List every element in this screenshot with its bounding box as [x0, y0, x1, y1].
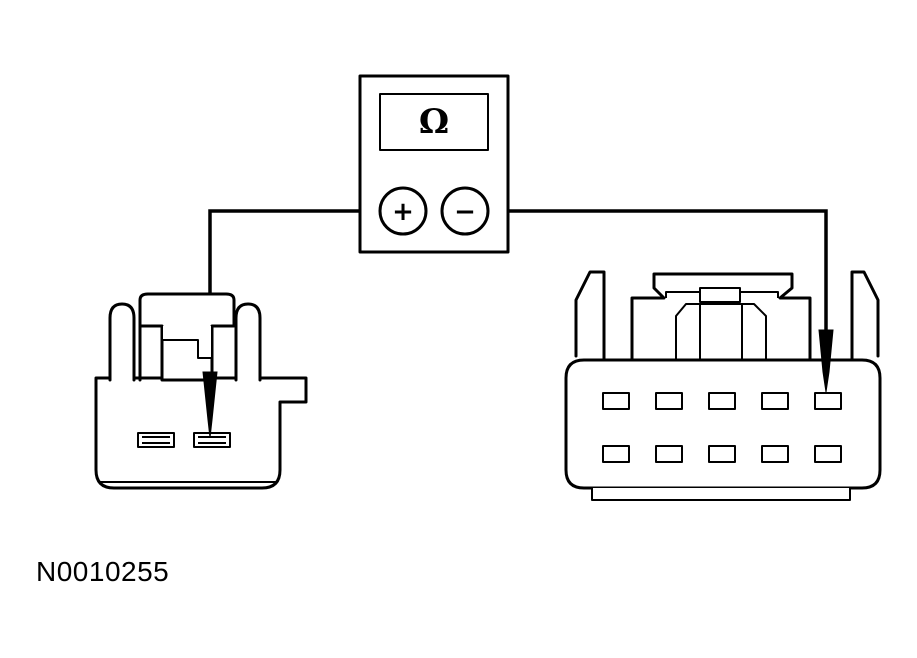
cavity-r2-c4	[761, 445, 789, 463]
pin-cavity-1-detail	[142, 436, 170, 444]
latch-neck-detail	[699, 304, 743, 360]
figure-id-label: N0010255	[36, 556, 170, 587]
ten-pin-connector-body	[564, 358, 882, 490]
latch-arm-left	[108, 302, 136, 382]
positive-jack	[378, 186, 428, 236]
negative-jack	[440, 186, 490, 236]
ohmmeter: Ω + −	[358, 74, 510, 254]
latch-neck	[675, 303, 767, 361]
cavity-r1-c1	[602, 392, 630, 410]
latch-center-tab	[699, 287, 741, 303]
negative-probe-tip	[818, 329, 834, 393]
cavity-r2-c5	[814, 445, 842, 463]
ohm-symbol: Ω	[419, 102, 449, 142]
cavity-r2-c2	[655, 445, 683, 463]
ten-pin-connector	[564, 270, 882, 501]
cavity-r1-c3	[708, 392, 736, 410]
two-pin-connector	[94, 292, 308, 490]
pin-cavity-1	[137, 432, 175, 448]
meter-display	[379, 93, 489, 151]
cavity-r1-c5	[814, 392, 842, 410]
cavity-r2-c3	[708, 445, 736, 463]
latch-arm-right	[234, 302, 262, 382]
ten-pin-connector-base	[591, 488, 851, 501]
cavity-r1-c4	[761, 392, 789, 410]
pin-cavity-2	[193, 432, 231, 448]
positive-jack-label: +	[392, 197, 414, 227]
negative-jack-label: −	[454, 197, 476, 227]
cavity-r2-c1	[602, 445, 630, 463]
negative-lead	[488, 209, 828, 330]
cavity-r1-c2	[655, 392, 683, 410]
positive-probe-tip	[202, 371, 218, 439]
pin-cavity-2-detail	[198, 436, 226, 444]
latch-tab	[161, 326, 213, 359]
